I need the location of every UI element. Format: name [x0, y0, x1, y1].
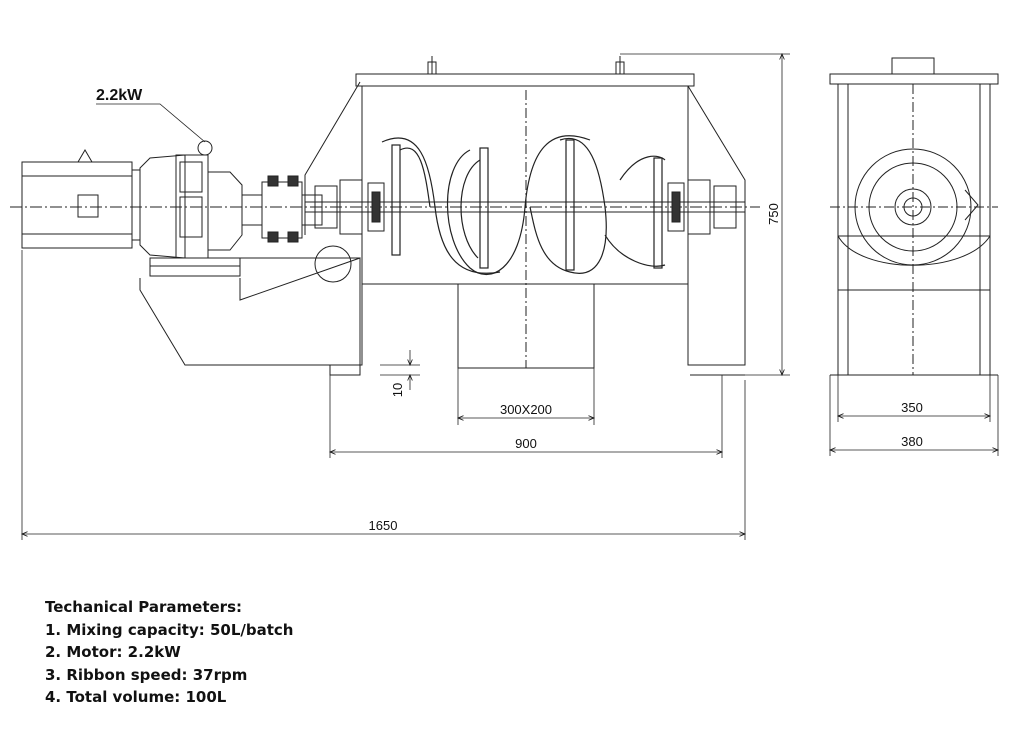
- lid-handle-icon: [891, 57, 935, 74]
- gear-reducer: [139, 140, 243, 277]
- dim-side-outer-width: 380: [901, 434, 923, 449]
- dim-leg-offset: 10: [390, 383, 405, 397]
- dim-total-length: 1650: [369, 518, 398, 533]
- dimension-lines: [22, 54, 998, 540]
- parameter-item: 3. Ribbon speed: 37rpm: [45, 665, 248, 684]
- ribbon-agitator: [381, 135, 666, 276]
- technical-parameters: Techanical Parameters: 1. Mixing capacit…: [45, 596, 293, 709]
- sight-glass: [314, 245, 352, 283]
- dim-height: 750: [766, 203, 781, 225]
- parameters-heading: Techanical Parameters:: [45, 598, 243, 616]
- dim-side-inner-width: 350: [901, 400, 923, 415]
- dim-outlet: 300X200: [500, 402, 552, 417]
- dim-tank-length: 900: [515, 436, 537, 451]
- coupling: [241, 175, 323, 243]
- front-view: [10, 56, 760, 376]
- side-view: [829, 57, 999, 376]
- right-bearing: [667, 179, 737, 235]
- left-bearing: [314, 179, 385, 235]
- parameter-item: 4. Total volume: 100L: [45, 688, 227, 706]
- parameter-item: 1. Mixing capacity: 50L/batch: [45, 620, 294, 639]
- motor-power-callout: 2.2kW: [96, 87, 143, 104]
- parameter-item: 2. Motor: 2.2kW: [45, 643, 181, 661]
- motor: [21, 149, 141, 249]
